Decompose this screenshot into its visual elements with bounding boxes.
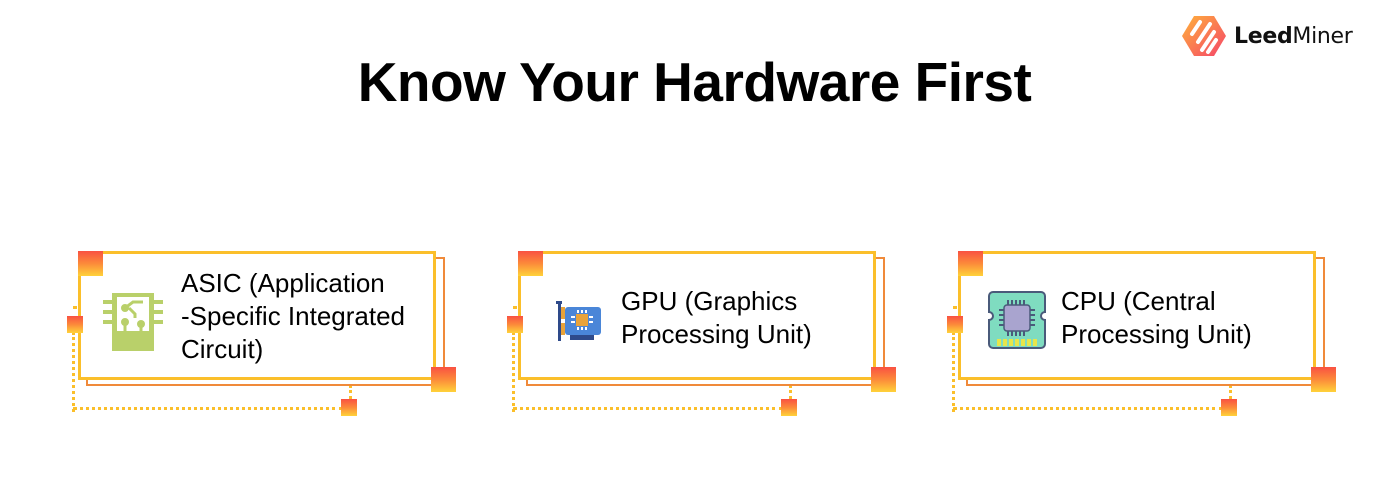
card-label-line: CPU (Central bbox=[1061, 286, 1216, 316]
connector-dots bbox=[73, 407, 343, 410]
card-label-line: Processing Unit) bbox=[621, 319, 812, 349]
brand-logo: LeedMiner bbox=[1180, 12, 1353, 60]
card-label-line: ASIC (Application bbox=[181, 268, 385, 298]
brand-name-regular: Miner bbox=[1292, 23, 1353, 49]
gpu-card-icon bbox=[556, 301, 601, 341]
card-label: GPU (Graphics Processing Unit) bbox=[621, 285, 812, 351]
page-title: Know Your Hardware First bbox=[357, 51, 1032, 113]
corner-square bbox=[958, 251, 983, 276]
connector-dots bbox=[953, 407, 1223, 410]
cpu-chip-icon bbox=[988, 291, 1046, 349]
connector-dots bbox=[1229, 385, 1232, 399]
hardware-card-asic: ASIC (Application -Specific Integrated C… bbox=[65, 245, 465, 425]
card-label-line: GPU (Graphics bbox=[621, 286, 798, 316]
hardware-card-cpu: CPU (Central Processing Unit) bbox=[945, 245, 1345, 425]
card-label: ASIC (Application -Specific Integrated C… bbox=[181, 267, 405, 366]
corner-square bbox=[871, 367, 896, 392]
asic-chip-icon bbox=[103, 293, 163, 351]
connector-square bbox=[947, 316, 963, 333]
leedminer-logo-icon bbox=[1182, 16, 1226, 56]
brand-name-bold: Leed bbox=[1234, 23, 1293, 49]
card-label-line: Circuit) bbox=[181, 334, 264, 364]
corner-square bbox=[431, 367, 456, 392]
connector-dots bbox=[952, 332, 955, 412]
connector-square bbox=[507, 316, 523, 333]
corner-square bbox=[1311, 367, 1336, 392]
corner-square bbox=[78, 251, 103, 276]
connector-dots bbox=[513, 407, 783, 410]
brand-name: LeedMiner bbox=[1234, 24, 1353, 49]
connector-square bbox=[781, 399, 797, 416]
connector-dots bbox=[349, 385, 352, 399]
connector-square bbox=[1221, 399, 1237, 416]
hardware-card-gpu: GPU (Graphics Processing Unit) bbox=[505, 245, 905, 425]
corner-square bbox=[518, 251, 543, 276]
card-label: CPU (Central Processing Unit) bbox=[1061, 285, 1252, 351]
card-label-line: -Specific Integrated bbox=[181, 301, 406, 331]
connector-square bbox=[341, 399, 357, 416]
connector-square bbox=[67, 316, 83, 333]
connector-dots bbox=[512, 332, 515, 412]
connector-dots bbox=[72, 332, 75, 412]
connector-dots bbox=[789, 385, 792, 399]
card-label-line: Processing Unit) bbox=[1061, 319, 1252, 349]
